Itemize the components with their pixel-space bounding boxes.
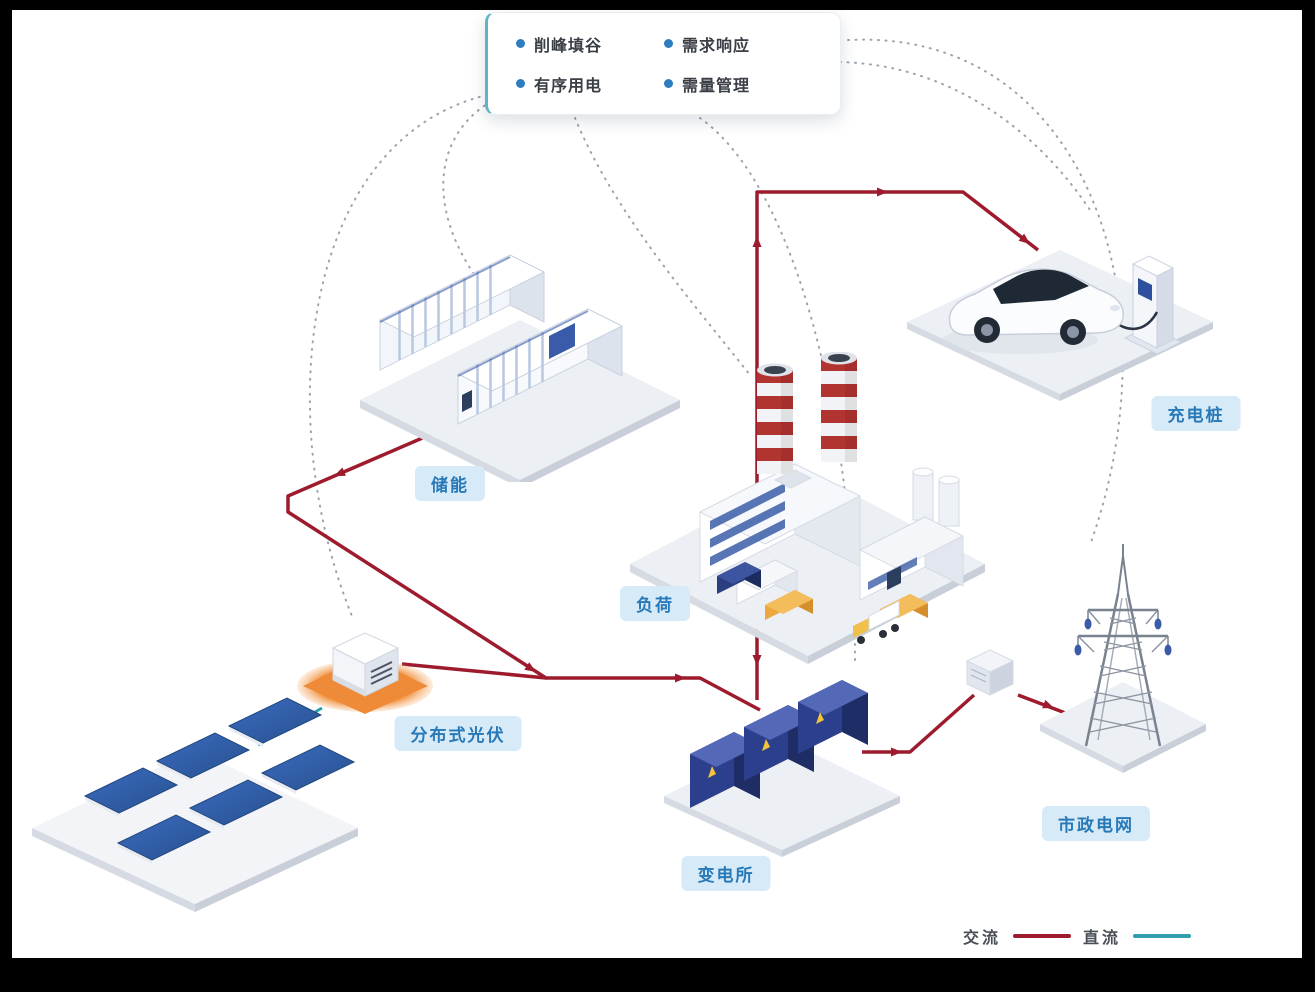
car-headlight <box>1110 305 1120 311</box>
solar-illustration <box>32 697 358 912</box>
ac-arrowheads <box>334 187 1054 757</box>
storage-container-front <box>456 308 624 425</box>
container-vent <box>462 390 472 412</box>
factory-chimney-2 <box>821 352 857 462</box>
load-illustration <box>630 352 985 664</box>
grid-tower-illustration <box>1040 544 1206 773</box>
features-card: 削峰填谷 需求响应 有序用电 需量管理 <box>485 12 841 115</box>
link-card-grid <box>847 38 1124 546</box>
storage-container-back <box>378 254 546 371</box>
legend-ac-label: 交流 <box>963 930 1002 947</box>
feature-label: 削峰填谷 <box>534 37 603 55</box>
storage-illustration <box>360 254 680 482</box>
inverter-illustration <box>297 632 433 714</box>
legend: 交流 直流 <box>963 924 1192 948</box>
trafo-box <box>965 649 1015 696</box>
node-label-load: 负荷 <box>620 586 690 621</box>
frame-edge-left <box>0 0 12 992</box>
bullet-icon <box>664 79 673 88</box>
charging-pile <box>1112 255 1183 355</box>
substation-platform <box>664 738 900 857</box>
legend-ac-line-swatch <box>1013 934 1072 938</box>
truck <box>853 600 900 644</box>
factory-tanks <box>912 467 960 527</box>
substation-cabinet-3 <box>798 680 868 754</box>
node-label-distributed-pv: 分布式光伏 <box>394 716 522 751</box>
solar-panels <box>83 697 356 864</box>
ac-inverter-bus <box>401 662 547 680</box>
frame-edge-right <box>1302 0 1315 992</box>
link-storage-card <box>442 101 491 281</box>
warning-icon <box>708 766 716 778</box>
bullet-icon <box>516 79 525 88</box>
ac-lines <box>286 190 1069 754</box>
container-logo-patch <box>549 323 575 359</box>
link-card-pv <box>308 94 488 617</box>
feature-item: 削峰填谷 <box>516 32 664 56</box>
tower-platform <box>1040 682 1206 773</box>
bullet-icon <box>664 39 673 48</box>
feature-item: 需量管理 <box>664 72 812 96</box>
feature-item: 需求响应 <box>664 32 812 56</box>
substation-illustration <box>664 680 900 857</box>
feature-label: 需量管理 <box>682 77 751 95</box>
frame-edge-bottom <box>0 958 1315 992</box>
factory-main-building <box>698 463 862 583</box>
feature-label: 有序用电 <box>534 77 603 95</box>
node-label-storage: 储能 <box>415 466 485 501</box>
ac-substation-trafo <box>862 693 976 754</box>
feature-item: 有序用电 <box>516 72 664 96</box>
battery-unit <box>717 562 761 594</box>
inverter-box <box>331 632 400 697</box>
tower-lattice <box>1077 544 1169 747</box>
yellow-container-1 <box>765 590 813 620</box>
warning-icon <box>816 712 824 724</box>
ac-storage-substation <box>286 434 761 712</box>
node-label-substation: 变电所 <box>681 856 771 891</box>
node-label-charging-pile: 充电桩 <box>1151 396 1241 431</box>
link-card-charging <box>839 61 1091 211</box>
warning-icon <box>762 739 770 751</box>
pile-screen <box>1138 278 1152 301</box>
node-label-municipal-grid: 市政电网 <box>1042 806 1150 841</box>
ac-trafo-grid <box>1017 693 1069 716</box>
tower-insulators <box>1074 610 1172 656</box>
legend-dc-label: 直流 <box>1083 930 1122 947</box>
factory-right-building <box>858 516 965 601</box>
bullet-icon <box>516 39 525 48</box>
legend-dc-line-swatch <box>1133 934 1192 938</box>
charging-illustration <box>907 250 1213 401</box>
electric-car <box>948 268 1125 345</box>
car-windshield <box>993 269 1089 304</box>
factory-door <box>887 566 901 590</box>
frame-edge-top <box>0 0 1315 10</box>
factory-window-bands <box>710 483 785 566</box>
feature-label: 需求响应 <box>682 37 751 55</box>
factory-chimney-1 <box>757 363 793 474</box>
trafo-box-illustration <box>965 649 1015 696</box>
